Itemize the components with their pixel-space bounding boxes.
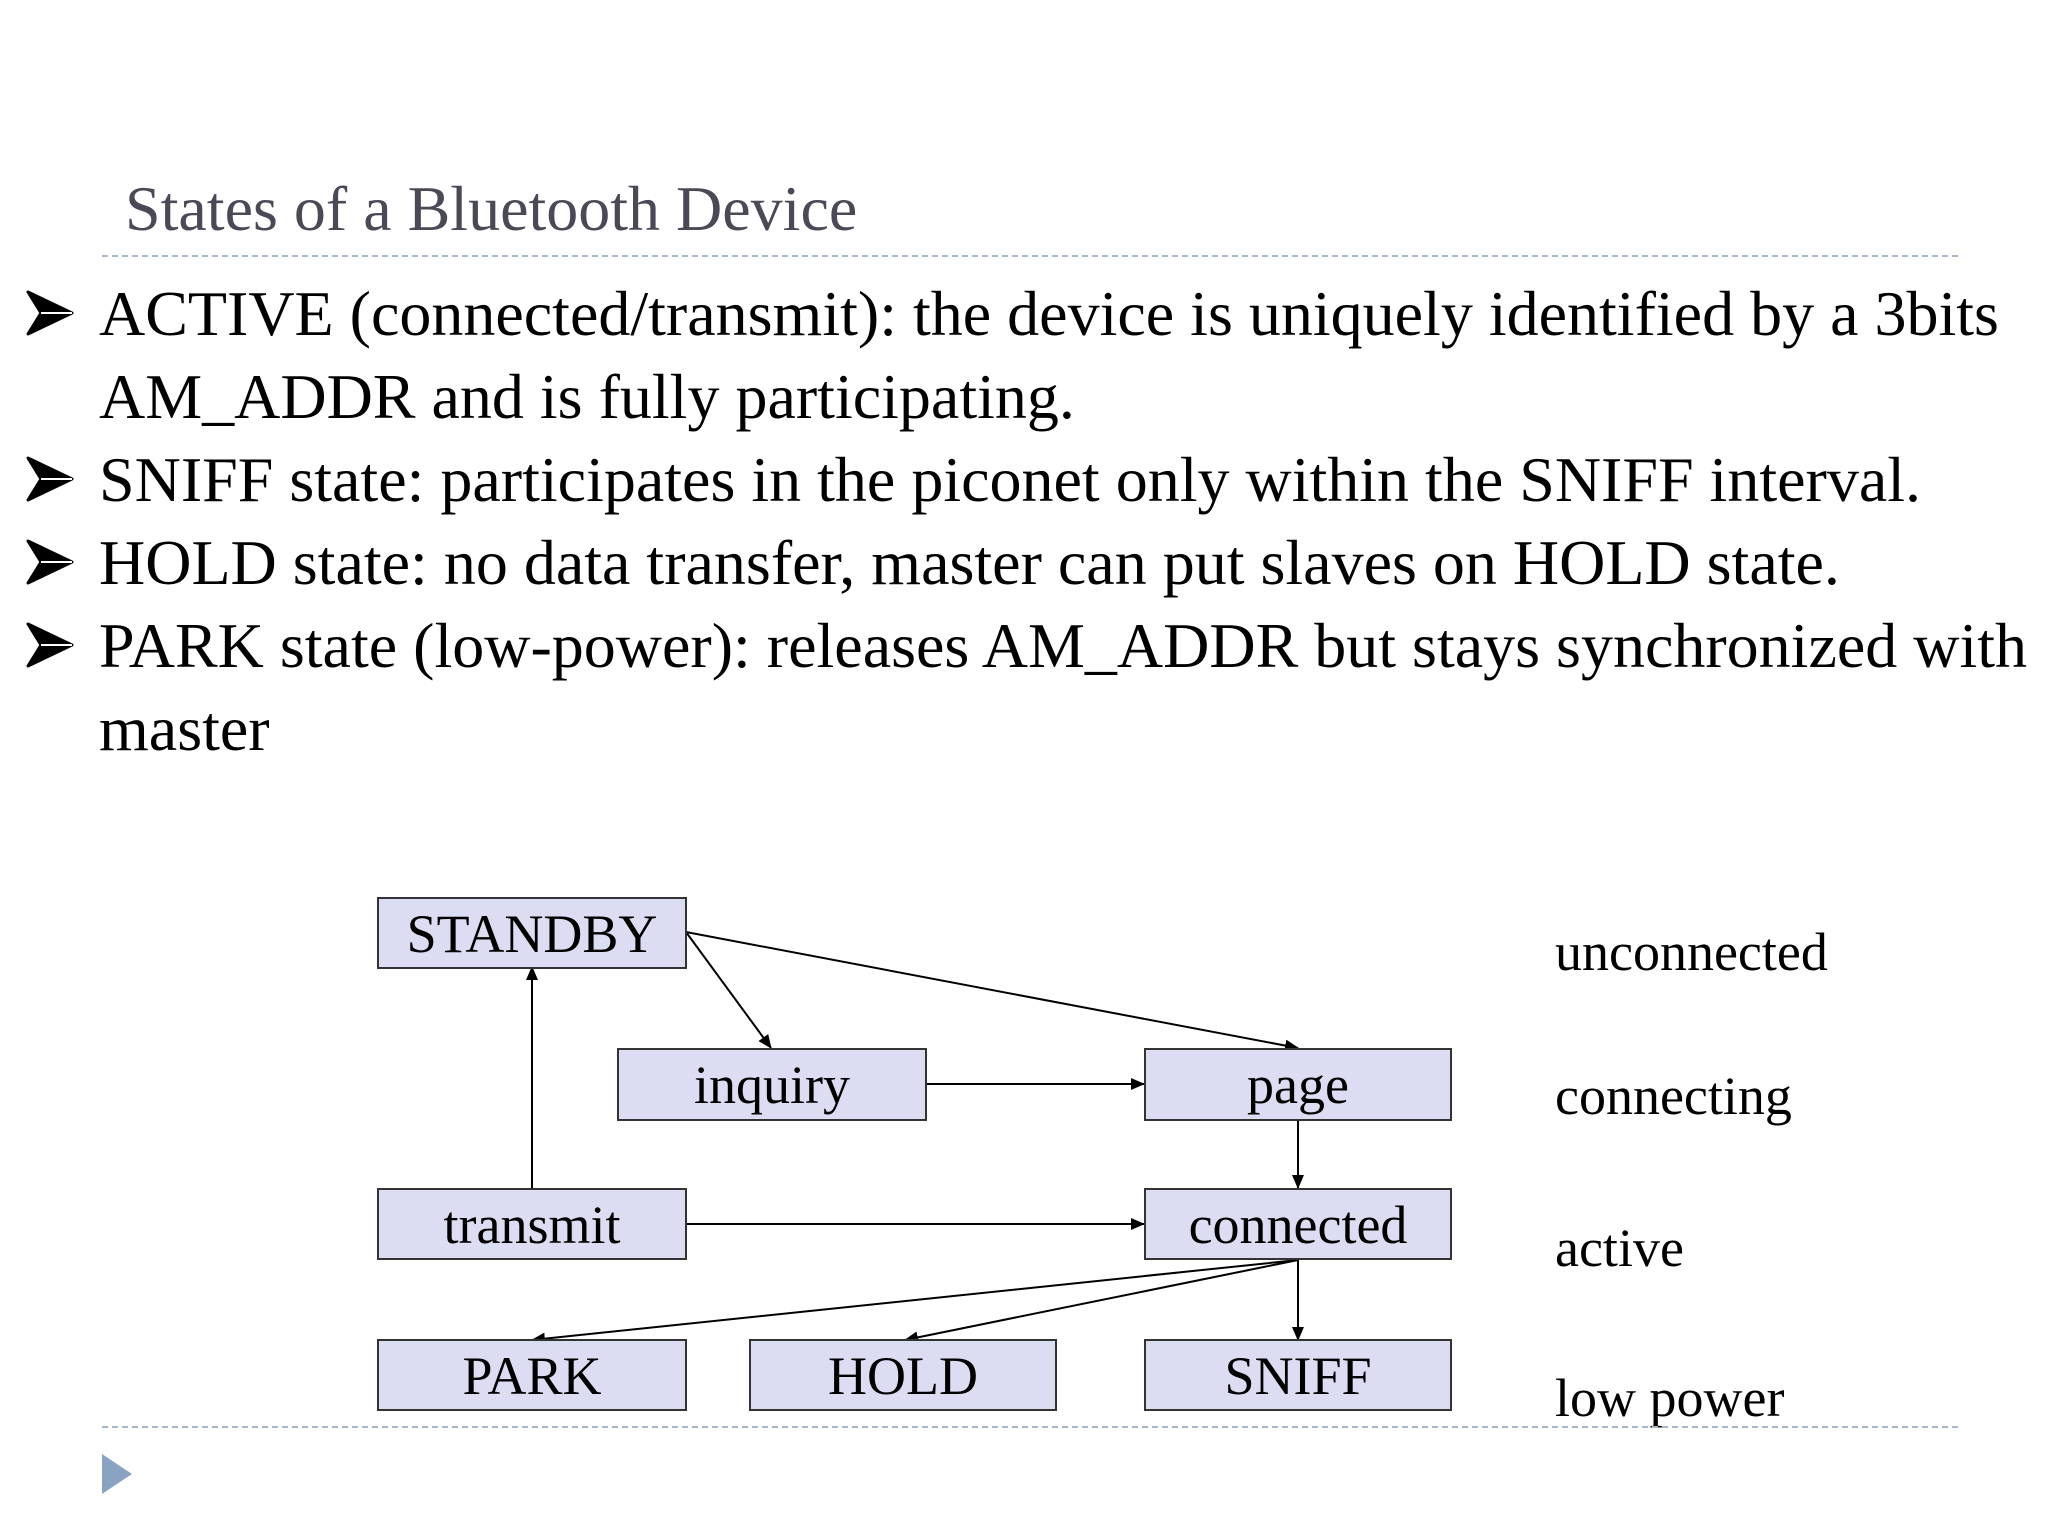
level-label-unconnected: unconnected — [1555, 922, 1828, 982]
edge-connected-hold — [904, 1259, 1299, 1344]
bullet-text: PARK state (low-power): releases AM_ADDR… — [99, 610, 2028, 764]
state-label: HOLD — [828, 1346, 978, 1406]
bullet-hold: HOLD state: no data transfer, master can… — [26, 521, 2036, 604]
bullet-arrow-icon — [26, 456, 74, 502]
bullet-park: PARK state (low-power): releases AM_ADDR… — [26, 604, 2036, 770]
bullet-sniff: SNIFF state: participates in the piconet… — [26, 438, 2036, 521]
state-standby: STANDBY — [377, 897, 687, 969]
edge-standby-page — [685, 931, 1299, 1052]
level-label-active: active — [1555, 1218, 1684, 1278]
state-label: PARK — [462, 1346, 601, 1406]
bullet-active: ACTIVE (connected/transmit): the device … — [26, 272, 2036, 438]
state-label: inquiry — [694, 1055, 850, 1115]
edge-standby-inquiry — [685, 931, 772, 1049]
state-park: PARK — [377, 1339, 687, 1411]
edge-connected-park — [531, 1259, 1299, 1345]
level-label-connecting: connecting — [1555, 1066, 1792, 1126]
bullet-text: HOLD state: no data transfer, master can… — [99, 527, 1840, 598]
state-label: SNIFF — [1224, 1346, 1371, 1406]
bullet-arrow-icon — [26, 539, 74, 585]
level-label-low-power: low power — [1555, 1368, 1784, 1428]
triangle-marker-icon — [102, 1454, 132, 1494]
state-sniff: SNIFF — [1144, 1339, 1452, 1411]
transition-edges — [526, 931, 1304, 1345]
bullet-list: ACTIVE (connected/transmit): the device … — [26, 272, 2036, 770]
state-page: page — [1144, 1048, 1452, 1121]
state-label: page — [1247, 1055, 1349, 1115]
bullet-arrow-icon — [26, 622, 74, 668]
title-divider — [102, 255, 1958, 257]
footer-divider — [102, 1426, 1958, 1428]
state-label: connected — [1189, 1195, 1408, 1255]
state-label: STANDBY — [407, 904, 658, 964]
state-inquiry: inquiry — [617, 1048, 927, 1121]
state-transmit: transmit — [377, 1188, 687, 1260]
bullet-arrow-icon — [26, 290, 74, 336]
slide-title: States of a Bluetooth Device — [125, 173, 858, 244]
state-label: transmit — [444, 1195, 621, 1255]
bullet-text: ACTIVE (connected/transmit): the device … — [99, 278, 1999, 432]
bullet-text: SNIFF state: participates in the piconet… — [99, 444, 1921, 515]
state-hold: HOLD — [749, 1339, 1057, 1411]
state-connected: connected — [1144, 1188, 1452, 1260]
